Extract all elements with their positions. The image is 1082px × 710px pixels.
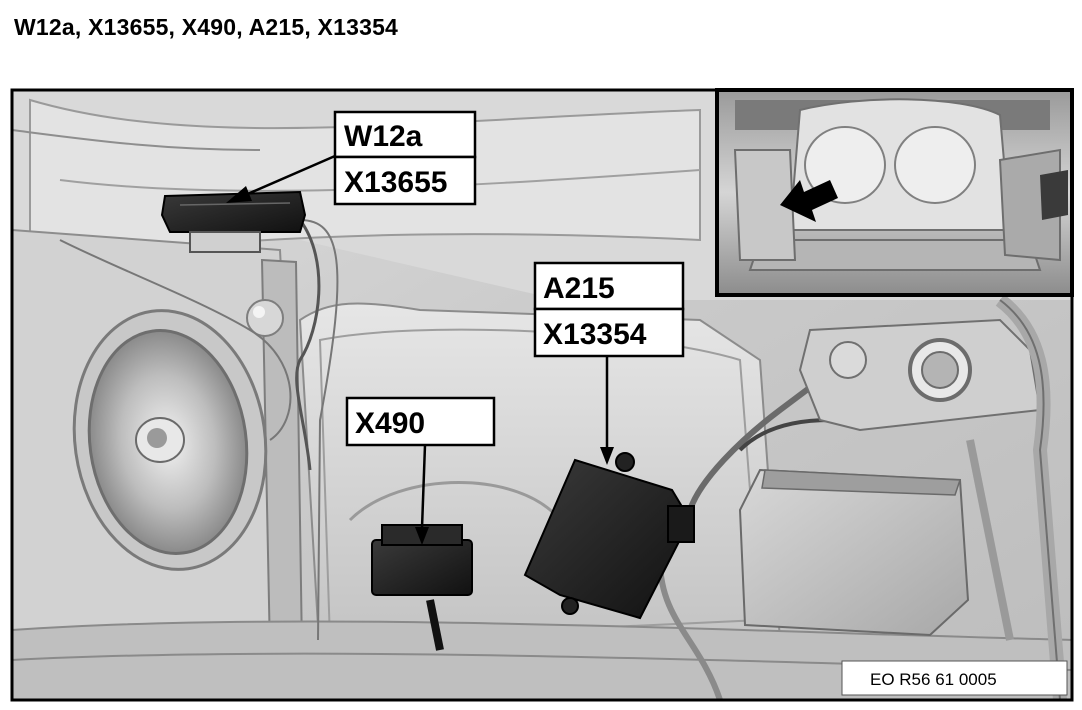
figure-caption: EO R56 61 0005	[870, 670, 997, 689]
w12a-antenna-module	[160, 190, 307, 253]
label-x490: X490	[355, 407, 425, 440]
vehicle-overview-inset	[715, 88, 1074, 297]
bracket-illustration	[798, 318, 1042, 432]
label-a215: A215	[543, 272, 615, 305]
callout-x490: X490	[345, 396, 496, 447]
callout-arrowheads	[226, 186, 614, 545]
callout-w12a-x13655: W12a X13655	[333, 110, 477, 206]
figure-reference: EO R56 61 0005	[841, 660, 1068, 696]
speaker-illustration	[72, 309, 268, 571]
location-arrow-icon	[780, 180, 838, 222]
label-x13655: X13655	[344, 166, 447, 199]
label-x13354: X13354	[543, 318, 647, 351]
label-w12a: W12a	[344, 120, 423, 153]
callout-a215-x13354: A215 X13354	[533, 261, 685, 358]
page-title: W12a, X13655, X490, A215, X13354	[14, 14, 399, 40]
a215-control-unit	[523, 452, 695, 620]
amplifier-module	[738, 468, 970, 637]
callout-leaders	[242, 154, 609, 529]
